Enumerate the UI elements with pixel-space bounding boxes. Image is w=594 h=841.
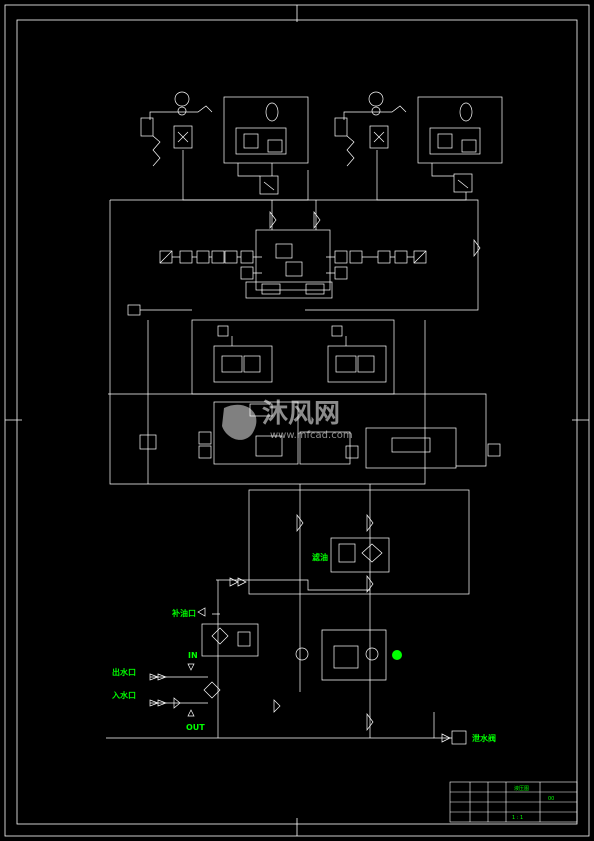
title-block-title: 液压图	[514, 785, 529, 792]
valve-row-right	[326, 250, 427, 280]
actuator-station-left	[140, 91, 309, 201]
water-in-label: 入水口	[111, 690, 136, 700]
drawing-frame	[4, 4, 590, 837]
actuator-station-right	[334, 91, 503, 201]
title-block-drawing-no: 00	[548, 796, 554, 802]
drain-label: 泄水阀	[472, 733, 496, 743]
title-block-sheet: 1 : 1	[512, 815, 523, 821]
refuel-port-label: 补油口	[171, 608, 196, 618]
sensor-out-label: OUT	[186, 723, 205, 732]
watermark: 沐风网 www.mfcad.com	[222, 399, 353, 441]
valve-row-left	[159, 250, 262, 280]
title-block	[449, 781, 578, 823]
filter-label: 滤油	[312, 552, 328, 562]
control-blocks	[108, 304, 501, 484]
main-loop	[109, 199, 481, 485]
watermark-brand: 沐风网	[262, 399, 340, 429]
water-out-label: 出水口	[112, 667, 136, 677]
lower-circuit	[106, 484, 470, 745]
sensor-in-label: IN	[188, 651, 198, 660]
watermark-site: www.mfcad.com	[270, 430, 353, 441]
gauge-indicator	[392, 650, 402, 660]
